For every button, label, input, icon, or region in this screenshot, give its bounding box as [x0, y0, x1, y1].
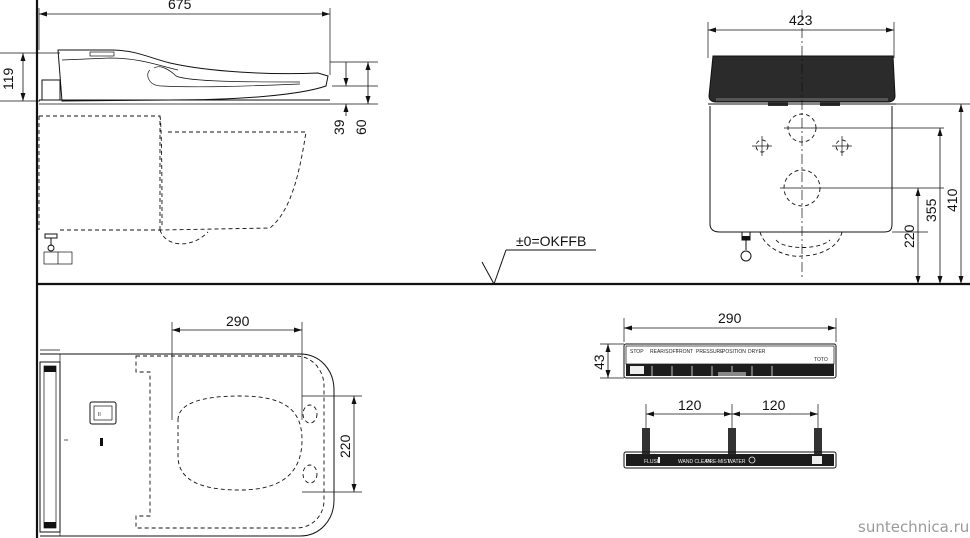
- dim-front-h355: 355: [923, 198, 939, 222]
- top-view: 290 II 220: [39, 313, 362, 537]
- dim-front-width: 423: [789, 12, 813, 28]
- panel-label-brand: TOTO: [814, 357, 828, 363]
- mount-label-2: PRE-MIST: [706, 459, 730, 465]
- panel-label-position: POSITION: [722, 349, 746, 355]
- watermark: suntechnica.ru: [858, 518, 969, 536]
- panel-label-rear: REAR/SOFT: [650, 349, 679, 355]
- dim-side-seat-height: 60: [353, 119, 369, 135]
- mount-label-1: WAND CLEAN: [678, 459, 712, 465]
- dim-front-h220: 220: [901, 224, 917, 248]
- dim-panel-height: 43: [591, 354, 607, 370]
- dim-side-length: 675: [168, 0, 192, 12]
- side-view: 675 119 39 60: [0, 0, 378, 265]
- panel-label-front: FRONT: [676, 349, 693, 355]
- dim-top-depth: 220: [337, 434, 353, 458]
- dim-top-width: 290: [226, 313, 250, 329]
- floor-ref-label: ±0=OKFFB: [516, 233, 586, 249]
- panel-label-pressure: PRESSURE: [696, 349, 724, 355]
- dim-side-seat-gap: 39: [331, 119, 347, 135]
- panel-label-dryer: DRYER: [748, 349, 766, 355]
- mounting-bracket: 120 120 FLUSH WAND CLEAN PRE-MIST WATER: [623, 397, 837, 469]
- floor-reference: ±0=OKFFB: [481, 233, 596, 285]
- dim-panel-width: 290: [718, 310, 742, 326]
- mount-label-0: FLUSH: [644, 459, 661, 465]
- svg-text:II: II: [98, 412, 101, 418]
- mount-label-3: WATER: [728, 459, 746, 465]
- dim-mount-left: 120: [678, 397, 702, 413]
- control-panel: 290 43 STOP REAR/SOFT FRONT PRESSURE POS…: [591, 310, 837, 379]
- panel-label-stop: STOP: [630, 349, 644, 355]
- front-view: 423: [707, 10, 970, 284]
- dim-front-h410: 410: [944, 188, 960, 212]
- dim-side-height: 119: [0, 67, 16, 90]
- dim-mount-right: 120: [762, 397, 786, 413]
